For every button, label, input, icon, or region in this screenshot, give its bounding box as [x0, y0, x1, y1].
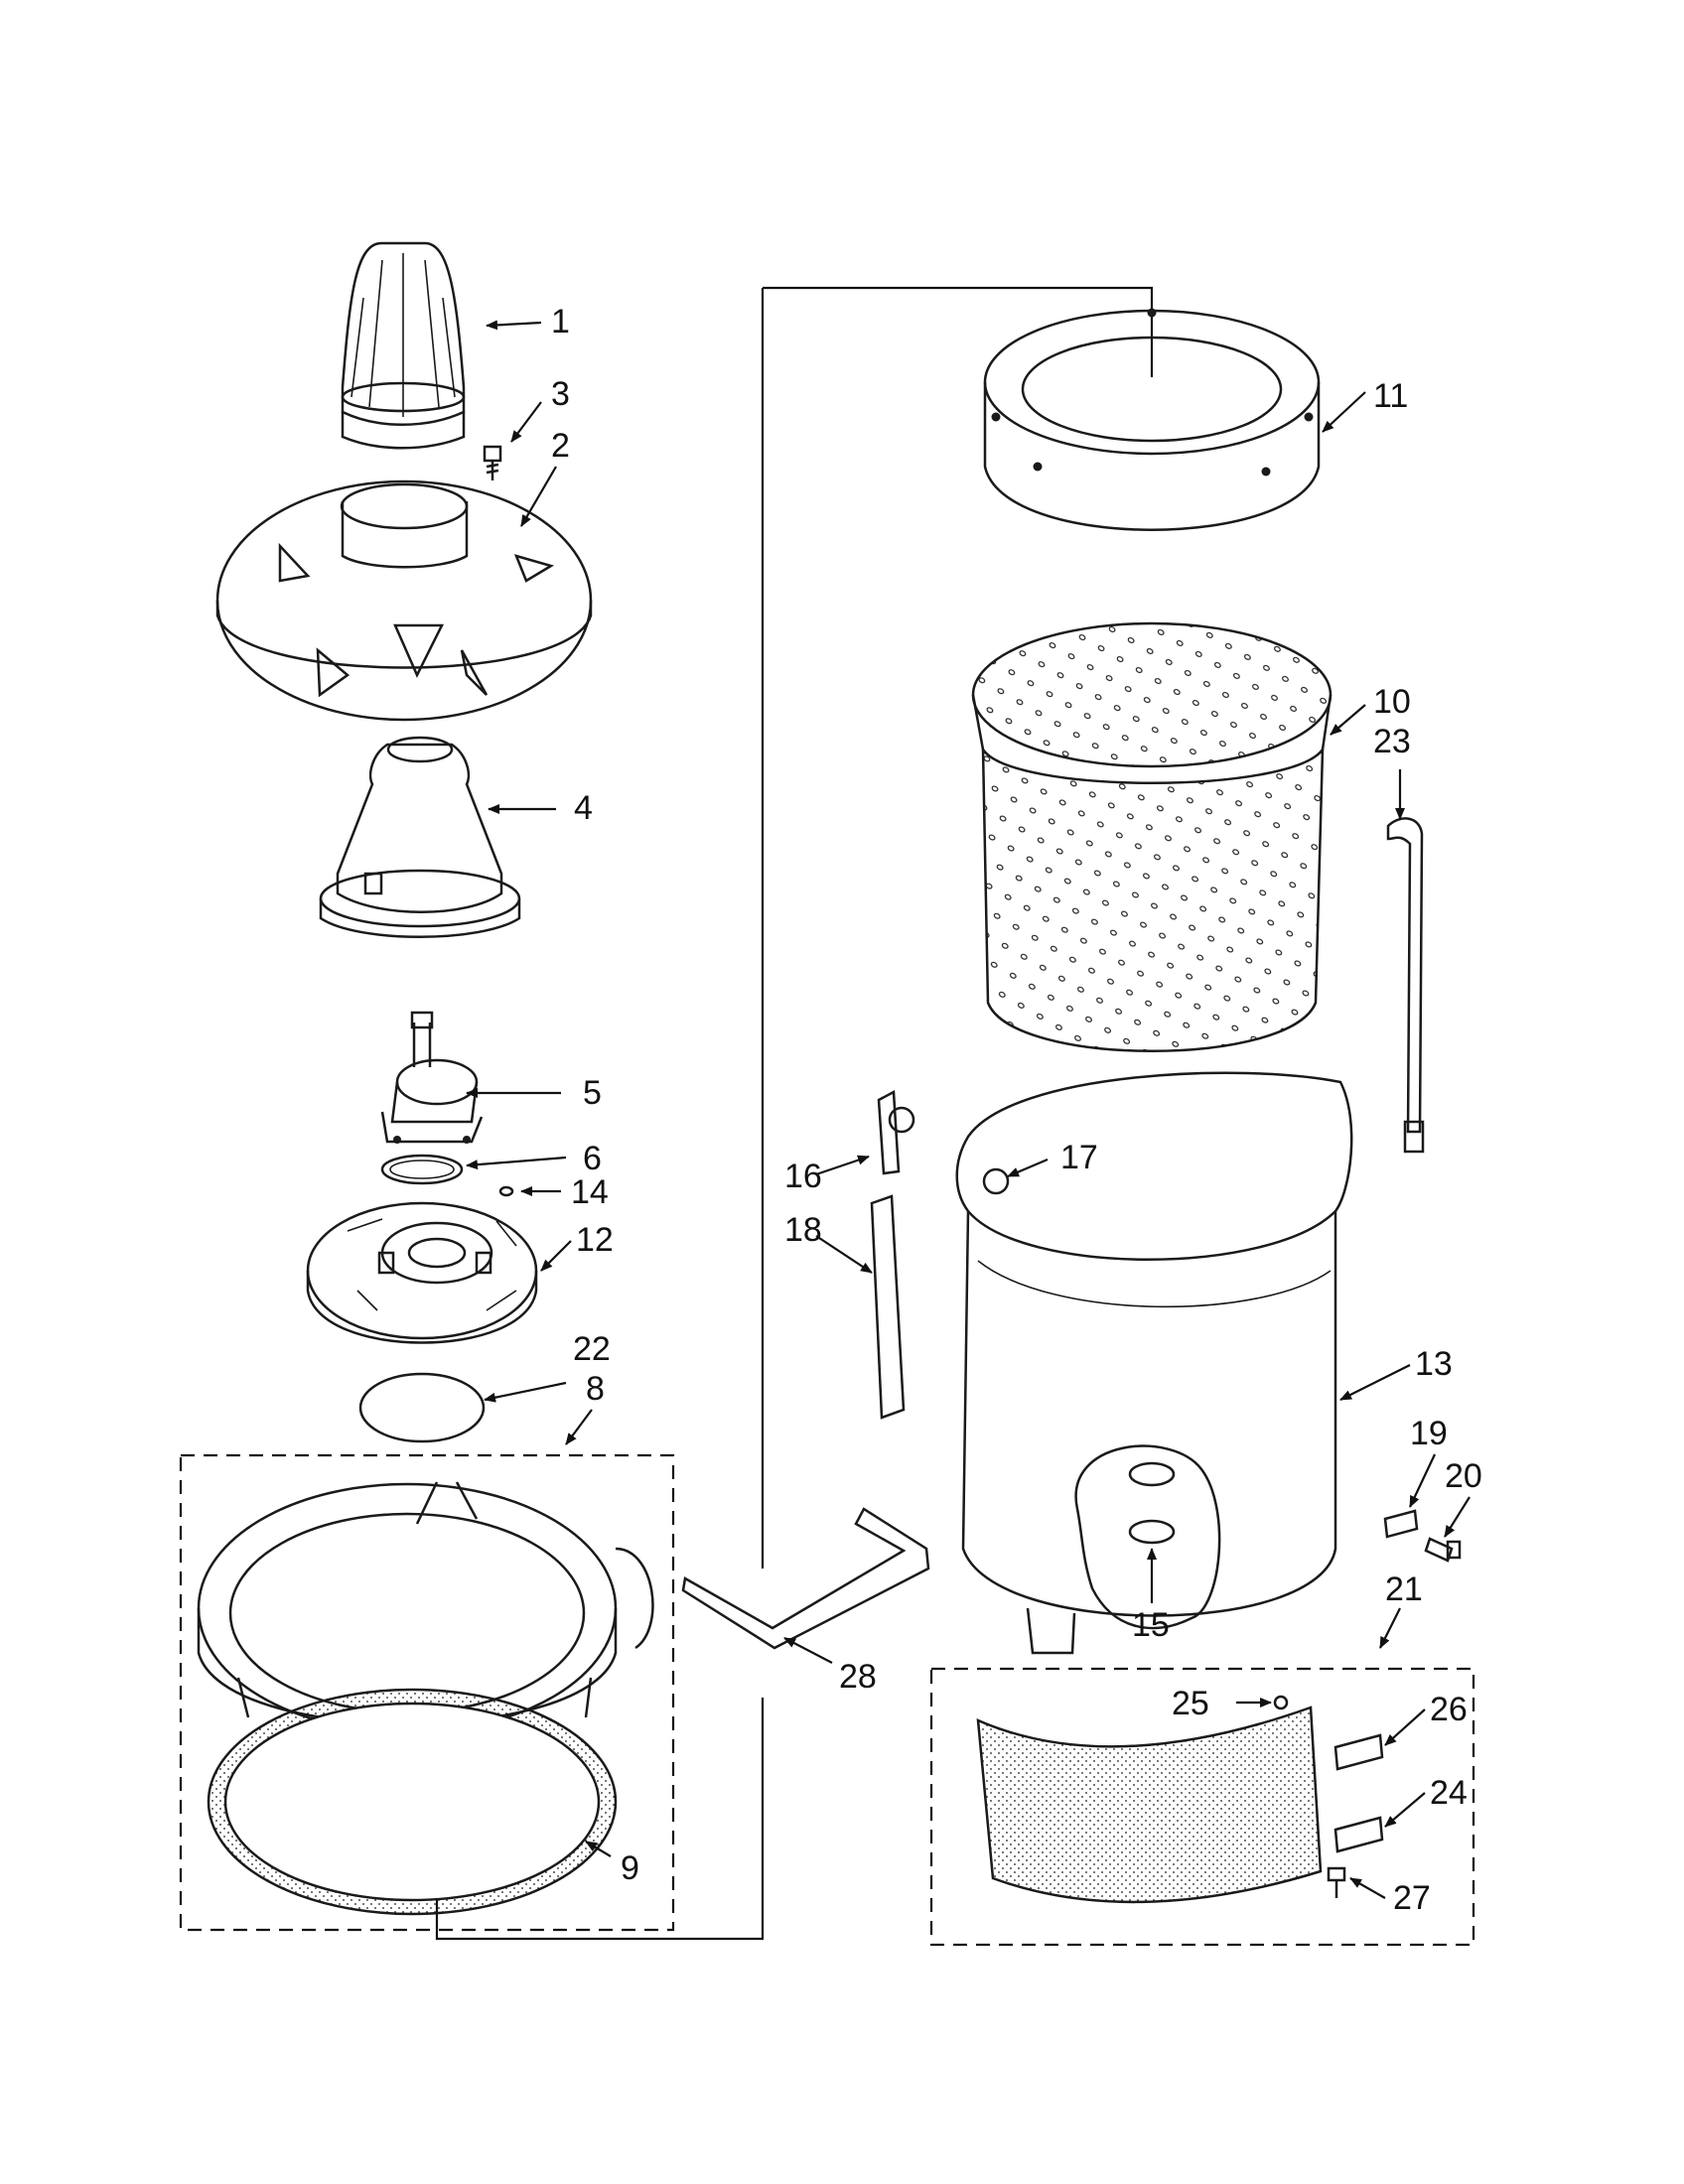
- callout-1: 1: [551, 303, 570, 341]
- part-27-screw: [1327, 1866, 1346, 1898]
- callout-labels: 1 3 2 4 5 6 14 12 22 8 9 11 10 23 16 17 …: [551, 303, 1482, 1917]
- part-21-group-box: [929, 1667, 1475, 1947]
- callout-8: 8: [586, 1370, 605, 1408]
- part-19-bracket: [1383, 1509, 1419, 1539]
- callout-25: 25: [1172, 1685, 1209, 1722]
- part-21-insulation-pad: [976, 1706, 1323, 1904]
- callout-16: 16: [784, 1158, 822, 1195]
- part-13-outer-tub: [955, 1071, 1353, 1655]
- callout-5: 5: [583, 1074, 602, 1112]
- callout-20: 20: [1445, 1457, 1482, 1495]
- part-8-group-box: [179, 1453, 675, 1932]
- part-20-screw: [1424, 1537, 1462, 1563]
- callout-9: 9: [621, 1849, 639, 1887]
- callout-6: 6: [583, 1140, 602, 1177]
- part-16-clip: [877, 1089, 915, 1175]
- part-4-agitator-cone: [319, 736, 521, 938]
- callout-4: 4: [574, 789, 593, 827]
- callout-22: 22: [573, 1330, 611, 1368]
- leader-arrows: [466, 320, 1471, 1899]
- callout-19: 19: [1410, 1415, 1448, 1452]
- callout-28: 28: [839, 1658, 877, 1696]
- part-22-disc: [358, 1372, 486, 1443]
- part-3-screw: [483, 445, 502, 480]
- callout-18: 18: [784, 1211, 822, 1249]
- assembly-path-lines: [435, 286, 1154, 1941]
- part-23-hose: [1386, 817, 1425, 1154]
- callout-10: 10: [1373, 683, 1411, 721]
- part-26-tab: [1333, 1733, 1384, 1771]
- callout-15: 15: [1132, 1606, 1170, 1644]
- callout-26: 26: [1430, 1691, 1468, 1728]
- part-1-lint-filter: [341, 241, 466, 450]
- callout-23: 23: [1373, 723, 1411, 760]
- callout-2: 2: [551, 427, 570, 465]
- callout-24: 24: [1430, 1774, 1468, 1812]
- callout-13: 13: [1415, 1345, 1453, 1383]
- part-14-o-ring: [498, 1185, 514, 1197]
- part-12-gearcase: [306, 1201, 538, 1344]
- part-9-ring-seal: [207, 1688, 618, 1916]
- part-18-strap: [870, 1194, 906, 1420]
- part-6-seal-ring: [380, 1154, 464, 1185]
- callout-3: 3: [551, 375, 570, 413]
- callout-17: 17: [1060, 1139, 1098, 1176]
- part-5-drive-block: [380, 1011, 484, 1144]
- callout-21: 21: [1385, 1570, 1423, 1608]
- part-10-wash-basket: [971, 621, 1333, 1052]
- callout-12: 12: [576, 1221, 614, 1259]
- callout-27: 27: [1393, 1879, 1431, 1917]
- part-28-bracket: [681, 1507, 930, 1650]
- part-25-fastener: [1273, 1695, 1289, 1710]
- callout-11: 11: [1373, 377, 1408, 415]
- part-11-balance-ring: [983, 308, 1321, 531]
- part-2-agitator-plate: [215, 479, 593, 722]
- callout-14: 14: [571, 1173, 609, 1211]
- part-24-tab: [1333, 1816, 1384, 1853]
